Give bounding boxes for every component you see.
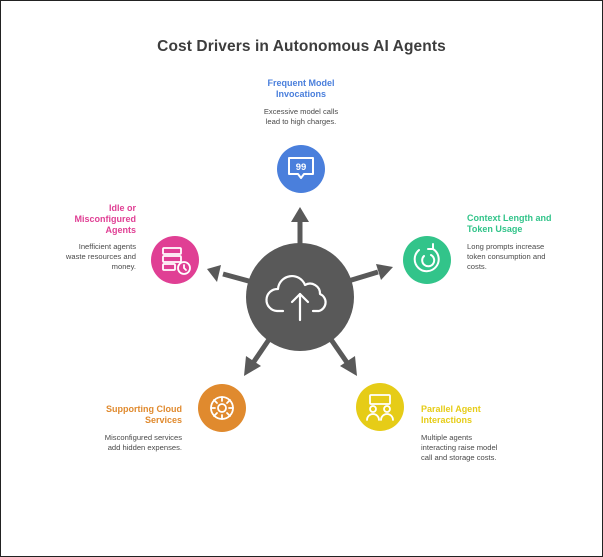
label-supporting: Supporting Cloud Services [106, 404, 182, 425]
svg-text:99: 99 [296, 162, 307, 173]
cloud-upload-icon [265, 275, 327, 322]
node-frequent: 99 [277, 145, 325, 193]
node-context [403, 236, 451, 284]
label-context: Context Length and Token Usage [467, 213, 552, 234]
desc-supporting: Misconfigured services add hidden expens… [104, 433, 182, 452]
label-idle: Idle or Misconfigured Agents [74, 203, 136, 235]
collaboration-icon [366, 394, 394, 421]
desc-context: Long prompts increase token consumption … [467, 242, 546, 271]
label-frequent: Frequent Model Invocations [267, 78, 335, 99]
desc-parallel: Multiple agents interacting raise model … [421, 433, 498, 462]
desc-idle: Inefficient agents waste resources and m… [65, 242, 136, 271]
diagram-title: Cost Drivers in Autonomous AI Agents [157, 38, 446, 55]
refresh-cycle-icon [413, 243, 440, 273]
label-parallel: Parallel Agent Interactions [421, 404, 481, 425]
arrow-to-supporting [244, 336, 273, 376]
node-supporting [198, 384, 246, 432]
settings-gear-icon [210, 396, 234, 420]
node-idle [151, 236, 199, 284]
arrow-to-context [344, 264, 393, 285]
desc-frequent: Excessive model calls lead to high charg… [263, 107, 339, 126]
quote-bubble-icon: 99 [288, 157, 314, 179]
server-clock-icon [162, 247, 191, 275]
node-parallel [356, 383, 404, 431]
arrow-to-parallel [327, 336, 357, 376]
